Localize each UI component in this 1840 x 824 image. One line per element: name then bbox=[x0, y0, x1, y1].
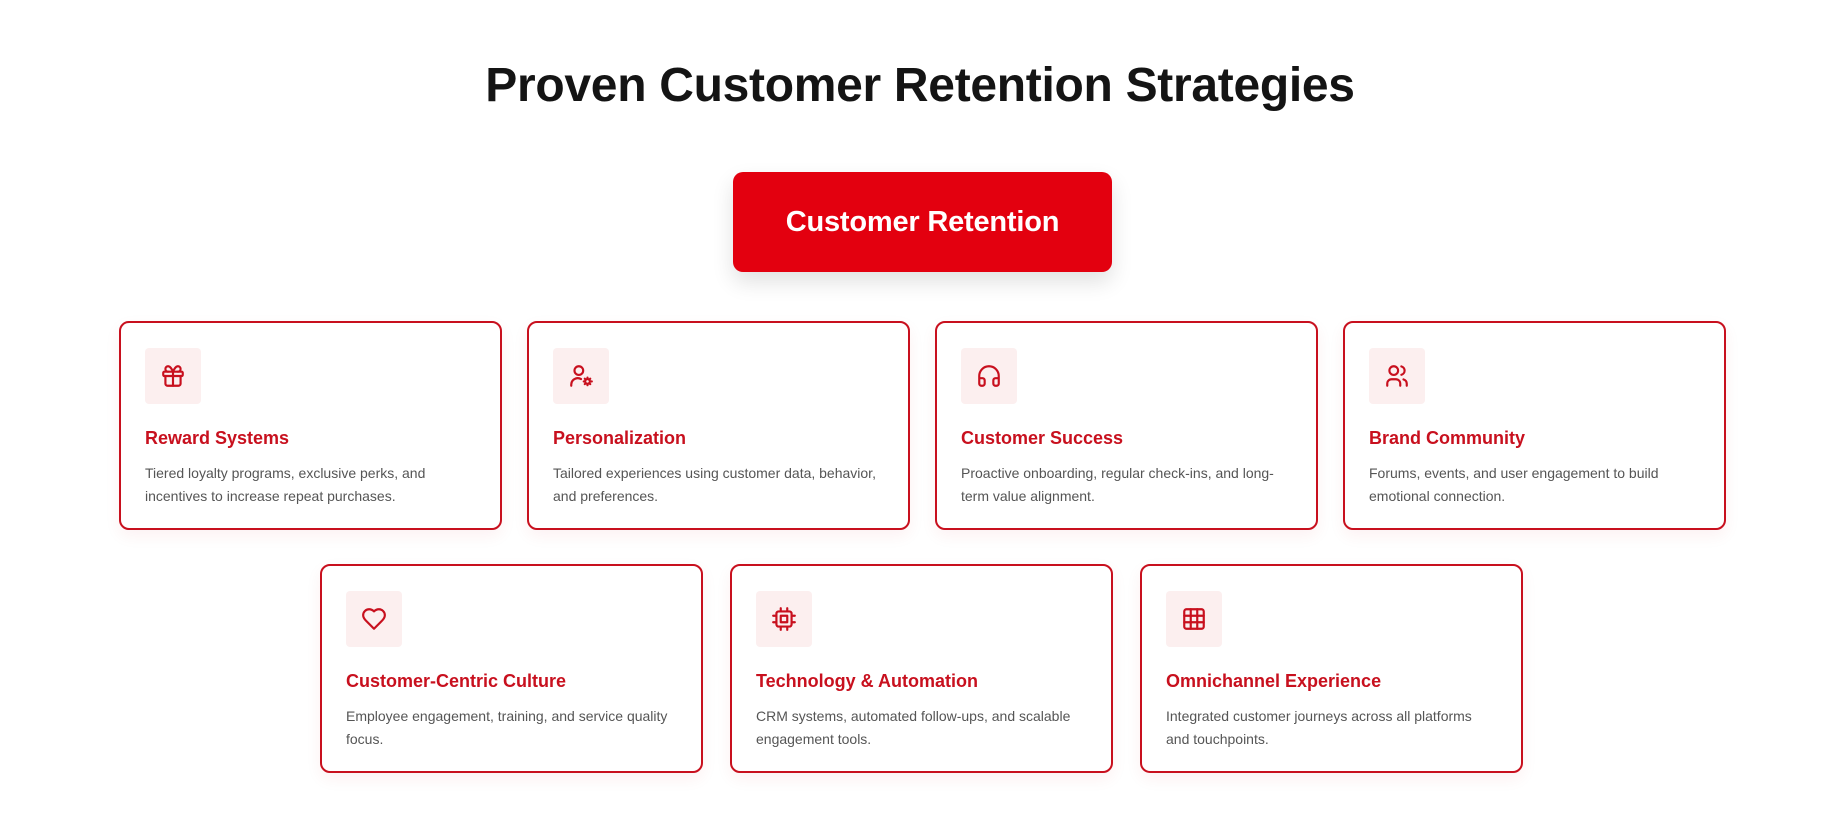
heart-icon bbox=[346, 591, 402, 647]
strategy-card-technology-automation: Technology & Automation CRM systems, aut… bbox=[730, 564, 1113, 773]
card-title: Customer-Centric Culture bbox=[346, 671, 567, 691]
strategy-card-customer-success: Customer Success Proactive onboarding, r… bbox=[935, 321, 1318, 530]
strategy-card-brand-community: Brand Community Forums, events, and user… bbox=[1343, 321, 1726, 530]
card-description: Forums, events, and user engagement to b… bbox=[1369, 465, 1659, 504]
grid-icon bbox=[1166, 591, 1222, 647]
central-node-customer-retention: Customer Retention bbox=[733, 172, 1112, 272]
strategy-card-omnichannel-experience: Omnichannel Experience Integrated custom… bbox=[1140, 564, 1523, 773]
card-title: Customer Success bbox=[961, 428, 1124, 448]
card-description: Proactive onboarding, regular check-ins,… bbox=[961, 465, 1274, 504]
card-title: Technology & Automation bbox=[756, 671, 978, 691]
card-description: Integrated customer journeys across all … bbox=[1166, 708, 1472, 747]
user-settings-icon bbox=[553, 348, 609, 404]
page-title: Proven Customer Retention Strategies bbox=[485, 59, 1355, 112]
strategy-card-personalization: Personalization Tailored experiences usi… bbox=[527, 321, 910, 530]
card-description: CRM systems, automated follow-ups, and s… bbox=[756, 708, 1071, 747]
users-icon bbox=[1369, 348, 1425, 404]
card-description: Tailored experiences using customer data… bbox=[553, 465, 876, 504]
card-title: Reward Systems bbox=[145, 428, 290, 448]
card-title: Brand Community bbox=[1369, 428, 1526, 448]
card-description: Employee engagement, training, and servi… bbox=[346, 708, 668, 747]
card-description: Tiered loyalty programs, exclusive perks… bbox=[145, 465, 426, 504]
headphones-icon bbox=[961, 348, 1017, 404]
central-node-label: Customer Retention bbox=[785, 205, 1060, 238]
strategy-card-customer-centric-culture: Customer-Centric Culture Employee engage… bbox=[320, 564, 703, 773]
gift-icon bbox=[145, 348, 201, 404]
strategy-card-reward-systems: Reward Systems Tiered loyalty programs, … bbox=[119, 321, 502, 530]
card-title: Omnichannel Experience bbox=[1166, 671, 1382, 691]
card-title: Personalization bbox=[553, 428, 687, 448]
cpu-chip-icon bbox=[756, 591, 812, 647]
